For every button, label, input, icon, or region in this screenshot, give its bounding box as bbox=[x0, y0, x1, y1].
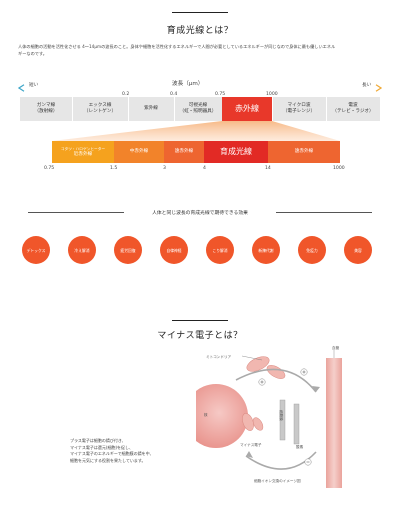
label-nucleus: 核 bbox=[204, 412, 208, 417]
section1-top-rule bbox=[172, 12, 228, 13]
arrow-head-bottom bbox=[246, 451, 253, 458]
effect-beauty: 美容 bbox=[344, 236, 372, 264]
wavelength-label: 波長（μm） bbox=[172, 81, 204, 87]
spectrum-gray-bar bbox=[20, 97, 380, 121]
intro-line-1: 人体の細胞の活動を活性化させる 4～14μmの波長のこと。身体や細胞を活性化する… bbox=[18, 44, 336, 49]
subtick-1-5: 1.5 bbox=[110, 166, 118, 171]
effect-detox: デトックス bbox=[22, 236, 50, 264]
subtick-1000: 1000 bbox=[333, 166, 345, 171]
section1-intro: 人体の細胞の活動を活性化させる 4～14μmの波長のこと。身体や細胞を活性化する… bbox=[18, 43, 384, 57]
label-minus-electron: マイナス電子 bbox=[240, 442, 262, 447]
short-label: 短い bbox=[29, 83, 39, 88]
subband-far-2: 遠赤外線 bbox=[268, 141, 340, 163]
subband-far-1: 遠赤外線 bbox=[164, 141, 205, 163]
band-xray-name: エックス線 bbox=[88, 103, 112, 108]
infrared-expansion-fan bbox=[52, 121, 340, 141]
subband-far-1-name: 遠赤外線 bbox=[174, 149, 194, 154]
band-radio: 電波 （テレビ・ラジオ） bbox=[326, 97, 380, 121]
effects-title: 人体と同じ波長の育成光線で期待できる効果 bbox=[152, 211, 248, 216]
effects-rule-right bbox=[276, 212, 372, 213]
subband-near-sub: 近赤外線 bbox=[73, 152, 93, 157]
subband-mid-name: 中赤外線 bbox=[129, 149, 149, 154]
circulation-arrow-top bbox=[235, 368, 317, 393]
band-visible: 可視光線 （虹・照明器具） bbox=[174, 97, 223, 121]
plus-symbols bbox=[260, 370, 306, 384]
section2-text: プラス電子は細胞の錆び付き、 マイナス電子は還元(細胞)を促し、 マイナス電子の… bbox=[70, 438, 154, 464]
band-gamma-sub: （放射線） bbox=[34, 109, 58, 114]
subband-far-2-name: 遠赤外線 bbox=[294, 149, 314, 154]
band-visible-name: 可視光線 bbox=[188, 103, 208, 108]
blood-vessel-shape bbox=[326, 358, 342, 488]
effect-metabolism: 新陳代謝 bbox=[252, 236, 280, 264]
band-radio-sub: （テレビ・ラジオ） bbox=[332, 109, 374, 114]
band-microwave: マイクロ波 （電子レンジ） bbox=[272, 97, 327, 121]
subtick-0-75: 0.75 bbox=[44, 166, 55, 171]
effect-cold-relief: 冷え解消 bbox=[68, 236, 96, 264]
label-oxygen: 酸素 bbox=[296, 444, 304, 449]
section2-title: マイナス電子とは？ bbox=[157, 331, 243, 341]
wavelength-gradient-arrow bbox=[18, 84, 382, 92]
subtick-3: 3 bbox=[163, 166, 166, 171]
label-blood-vessel: 血管 bbox=[332, 345, 340, 350]
mitochondria-middle bbox=[242, 413, 264, 431]
band-infrared: 赤外線 bbox=[222, 97, 273, 121]
tick-0-2: 0.2 bbox=[122, 92, 130, 97]
circulation-arrow-bottom bbox=[245, 451, 317, 470]
band-microwave-name: マイクロ波 bbox=[287, 103, 311, 108]
subband-mid: 中赤外線 bbox=[114, 141, 165, 163]
band-uv: 紫外線 bbox=[128, 97, 175, 121]
intro-line-2: ギーなのです。 bbox=[18, 51, 47, 56]
band-xray: エックス線 （レントゲン） bbox=[72, 97, 129, 121]
effect-autonomic-nerve: 自律神経 bbox=[160, 236, 188, 264]
band-uv-name: 紫外線 bbox=[144, 106, 158, 111]
effect-immunity: 免疫力 bbox=[298, 236, 326, 264]
band-radio-name: 電波 bbox=[348, 103, 358, 108]
section2-text-line-4: 細胞を元気にする役割を果たしています。 bbox=[70, 457, 146, 463]
effect-stiffness-relief: こり解消 bbox=[206, 236, 234, 264]
subband-near-name: コタツ・ハロゲンヒーター bbox=[60, 147, 106, 151]
diagram-caption: 細胞イオン交換のイメージ図 bbox=[254, 478, 301, 483]
effect-fatigue-recovery: 疲労回復 bbox=[114, 236, 142, 264]
tick-0-75: 0.75 bbox=[215, 92, 226, 97]
subband-near: コタツ・ハロゲンヒーター 近赤外線 bbox=[52, 141, 115, 163]
effects-rule-left bbox=[28, 212, 124, 213]
long-label: 長い bbox=[362, 83, 372, 88]
band-xray-sub: （レントゲン） bbox=[83, 109, 117, 114]
subtick-14: 14 bbox=[265, 166, 271, 171]
band-gamma: ガンマ線 （放射線） bbox=[20, 97, 73, 121]
tick-0-4: 0.4 bbox=[170, 92, 178, 97]
arrow-head-top bbox=[312, 386, 320, 392]
section2-text-line-2: マイナス電子は還元(細胞)を促し、 bbox=[70, 444, 134, 450]
band-gamma-name: ガンマ線 bbox=[36, 103, 56, 108]
section2-top-rule bbox=[172, 320, 228, 321]
section2-text-line-3: マイナス電子のエネルギーで細胞膜の錆を中、 bbox=[70, 451, 154, 456]
band-visible-sub: （虹・照明器具） bbox=[179, 109, 217, 114]
label-cell-membrane: 細胞膜 bbox=[279, 410, 284, 421]
cell-ion-exchange-diagram: ミトコンドリア 血管 核 細胞膜 マイナス電子 酸素 細胞イオン交換のイメージ図 bbox=[196, 345, 342, 488]
membrane-channel-bar bbox=[293, 403, 300, 445]
cell-membrane-bar bbox=[279, 399, 286, 441]
label-mitochondria: ミトコンドリア bbox=[206, 354, 232, 359]
band-infrared-name: 赤外線 bbox=[235, 104, 259, 113]
section1-title: 育成光線とは？ bbox=[166, 26, 234, 36]
subtick-4: 4 bbox=[203, 166, 206, 171]
subband-growth: 育成光線 bbox=[204, 141, 269, 163]
band-microwave-sub: （電子レンジ） bbox=[282, 109, 316, 114]
tick-1000: 1000 bbox=[266, 92, 278, 97]
mitochondria-top bbox=[246, 356, 286, 379]
subband-growth-name: 育成光線 bbox=[220, 147, 252, 156]
mitochondria-leader bbox=[241, 355, 263, 361]
section2-text-line-1: プラス電子は細胞の錆び付き、 bbox=[70, 438, 126, 443]
nucleus-shape bbox=[196, 384, 248, 448]
